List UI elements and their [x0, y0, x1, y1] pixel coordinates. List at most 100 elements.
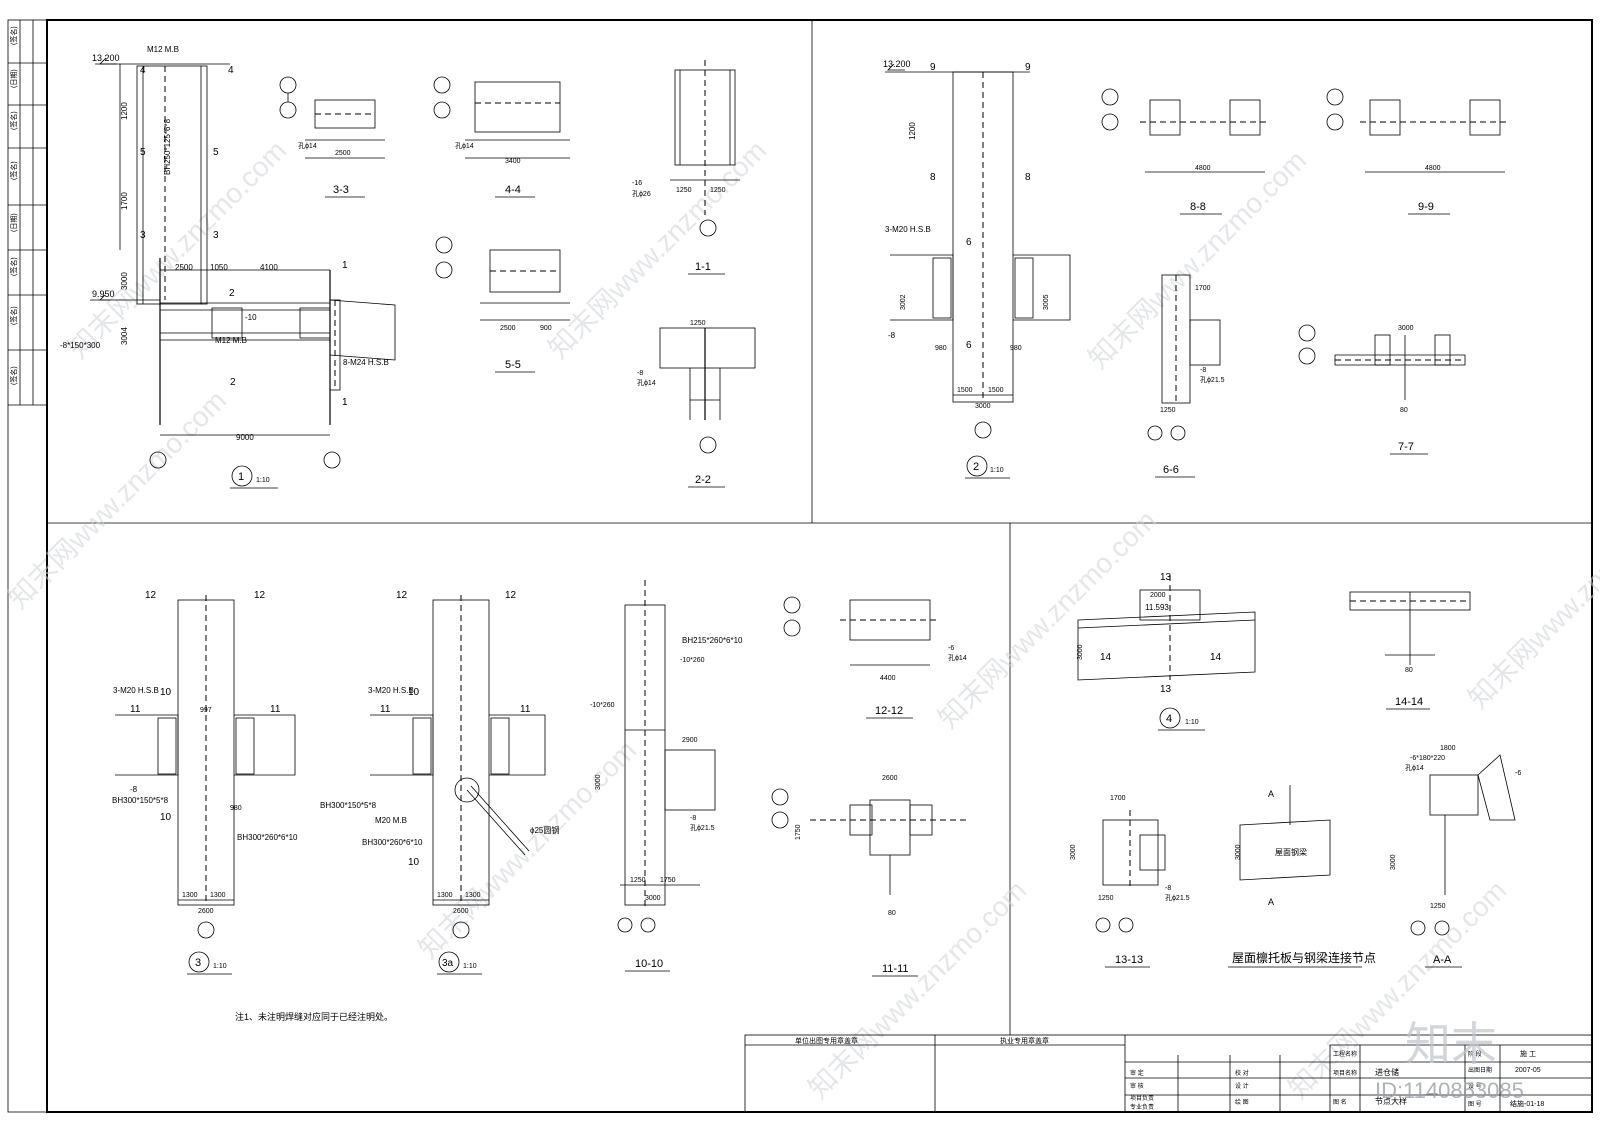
tb-label: 校 对	[1235, 1069, 1249, 1077]
dim-text: 2600	[882, 775, 898, 782]
detail-scale: 1:10	[256, 477, 270, 484]
plate-label: -10*260	[680, 657, 705, 664]
detail-number: 1	[238, 471, 244, 483]
tb-value: 节点大样	[1375, 1096, 1407, 1106]
watermark: 知末网www.znzmo.com	[62, 134, 292, 364]
dim-text: 1250	[1160, 407, 1176, 414]
cut-mark: 4	[228, 65, 234, 76]
brand-id: ID:1140853085	[1375, 1078, 1524, 1103]
section-title: 14-14	[1395, 696, 1423, 708]
detail-scale: 1:10	[1185, 719, 1199, 726]
plate-label: -8	[690, 815, 696, 822]
side-strip-text: (签名)	[9, 257, 18, 276]
bolt-label: M12 M.B	[147, 45, 179, 54]
member-label: BH250*125*6*8	[163, 118, 172, 175]
bolt-label: 3-M20 H.S.B	[113, 686, 159, 695]
plate-label: -6*180*220	[1410, 755, 1445, 762]
dim-text: 1250	[690, 320, 706, 327]
dim-text: 2600	[198, 908, 214, 915]
dim-text: 3005	[1043, 294, 1050, 310]
side-strip-text: (签名)	[9, 26, 18, 45]
tb-label: 项目负责	[1130, 1094, 1154, 1102]
side-strip-text: (签名)	[9, 161, 18, 180]
label: 孔ϕ21.5	[1165, 894, 1190, 902]
detail-3: 12 12 3-M20 H.S.B BH300*150*5*8 BH300*26…	[112, 590, 298, 975]
member-label: BH300*260*6*10	[362, 838, 423, 847]
section-A-A: -6*180*220 孔ϕ14 1800 -6 3000 1250 A-A	[1390, 745, 1521, 968]
detail-number: 2	[973, 461, 979, 473]
dim-text: 3000	[595, 774, 602, 790]
dim-text: 997	[200, 707, 212, 714]
tb-value: 施 工	[1520, 1049, 1536, 1058]
dim-text: 2600	[453, 908, 469, 915]
cut-mark: 2	[230, 377, 236, 388]
section-title: 6-6	[1163, 464, 1179, 476]
cut-mark: 6	[966, 340, 972, 351]
cut-mark: 13	[1160, 684, 1172, 695]
section-12-12: 4400 -6 孔ϕ14 12-12	[783, 596, 967, 719]
axis-bubble	[323, 451, 341, 469]
dim-text: 1500	[957, 387, 973, 394]
cut-mark: 13	[1160, 572, 1172, 583]
dim-text: 3000	[120, 272, 129, 290]
dim-text: 2000	[1150, 592, 1166, 599]
plate-label: -8	[1165, 885, 1171, 892]
section-title: 12-12	[875, 705, 903, 717]
cut-mark: 5	[140, 147, 146, 158]
section-4-4: 3400 孔ϕ14 4-4	[433, 76, 570, 198]
tb-label: 设 号	[1468, 1082, 1482, 1090]
detail-number: 3	[195, 957, 201, 969]
section-title: 2-2	[695, 474, 711, 486]
cut-mark: 5	[213, 147, 219, 158]
detail-2: 13.200 1200 9 9 8 8 3-M20 H.S.B -8 980 9…	[883, 59, 1071, 479]
detail-bubble	[231, 465, 253, 487]
section-9-9: 4800 9-9	[1326, 88, 1510, 215]
cut-mark: 11	[270, 704, 281, 715]
node-title: 屋面檩托板与钢梁连接节点	[1232, 950, 1376, 965]
tb-label: 工程名称	[1333, 1050, 1357, 1058]
brand-logo: 知末	[1405, 1017, 1497, 1071]
tb-label: 阶 段	[1468, 1050, 1482, 1058]
section-5-5: 2500 900 5-5	[435, 236, 570, 373]
tb-value: 结施-01-18	[1510, 1099, 1544, 1108]
cut-mark: 14	[1100, 652, 1112, 663]
dim-text: 3000	[1077, 644, 1084, 660]
cut-mark: 9	[1025, 62, 1031, 73]
tb-label: 设 计	[1235, 1082, 1249, 1090]
member-label: ϕ25圆钢	[530, 825, 559, 835]
cut-mark: A	[1268, 897, 1274, 907]
detail-3a: 12 12 3-M20 H.S.B BH300*150*5*8 BH300*26…	[320, 590, 559, 975]
plate-label: -8	[130, 785, 138, 794]
cut-mark: 11	[520, 704, 531, 715]
bolt-label: M12 M.B	[215, 336, 247, 345]
detail-scale: 1:10	[990, 467, 1004, 474]
dim-text: 4800	[1195, 165, 1211, 172]
title-block: 单位出图专用章盖章 执业专用章盖章 审 定 审 核 项目负责 专业负责 校 对 …	[744, 1034, 1593, 1113]
tb-label: 项目名称	[1333, 1069, 1357, 1077]
section-14-14: 80 14-14	[1349, 591, 1471, 710]
seal-label: 单位出图专用章盖章	[795, 1036, 858, 1045]
section-title: 11-11	[882, 963, 909, 975]
section-title: 7-7	[1398, 441, 1414, 453]
side-strip-text: (签名)	[9, 111, 18, 130]
section-7-7: 3000 80 7-7	[1298, 324, 1466, 455]
tb-label: 图 号	[1468, 1101, 1482, 1108]
label: 孔ϕ21.5	[1200, 376, 1225, 384]
dim-text: 980	[230, 805, 242, 812]
plate-label: -16	[632, 180, 642, 187]
plate-label: -8*150*300	[60, 341, 101, 350]
cut-mark: 12	[145, 590, 157, 601]
label: 孔ϕ14	[1405, 764, 1424, 772]
elevation-label: 13.200	[883, 59, 911, 69]
dim-text: 980	[1010, 345, 1022, 352]
cut-mark: 3	[140, 230, 146, 241]
dim-text: 1250	[710, 187, 726, 194]
dim-text: 1500	[988, 387, 1004, 394]
dim-text: 1250	[630, 877, 646, 884]
cut-mark: 1	[342, 397, 348, 408]
detail-number: 4	[1166, 713, 1172, 725]
label: 孔ϕ14	[948, 654, 967, 662]
dim-text: 3000	[1390, 854, 1397, 870]
plate-label: -10	[245, 313, 257, 322]
